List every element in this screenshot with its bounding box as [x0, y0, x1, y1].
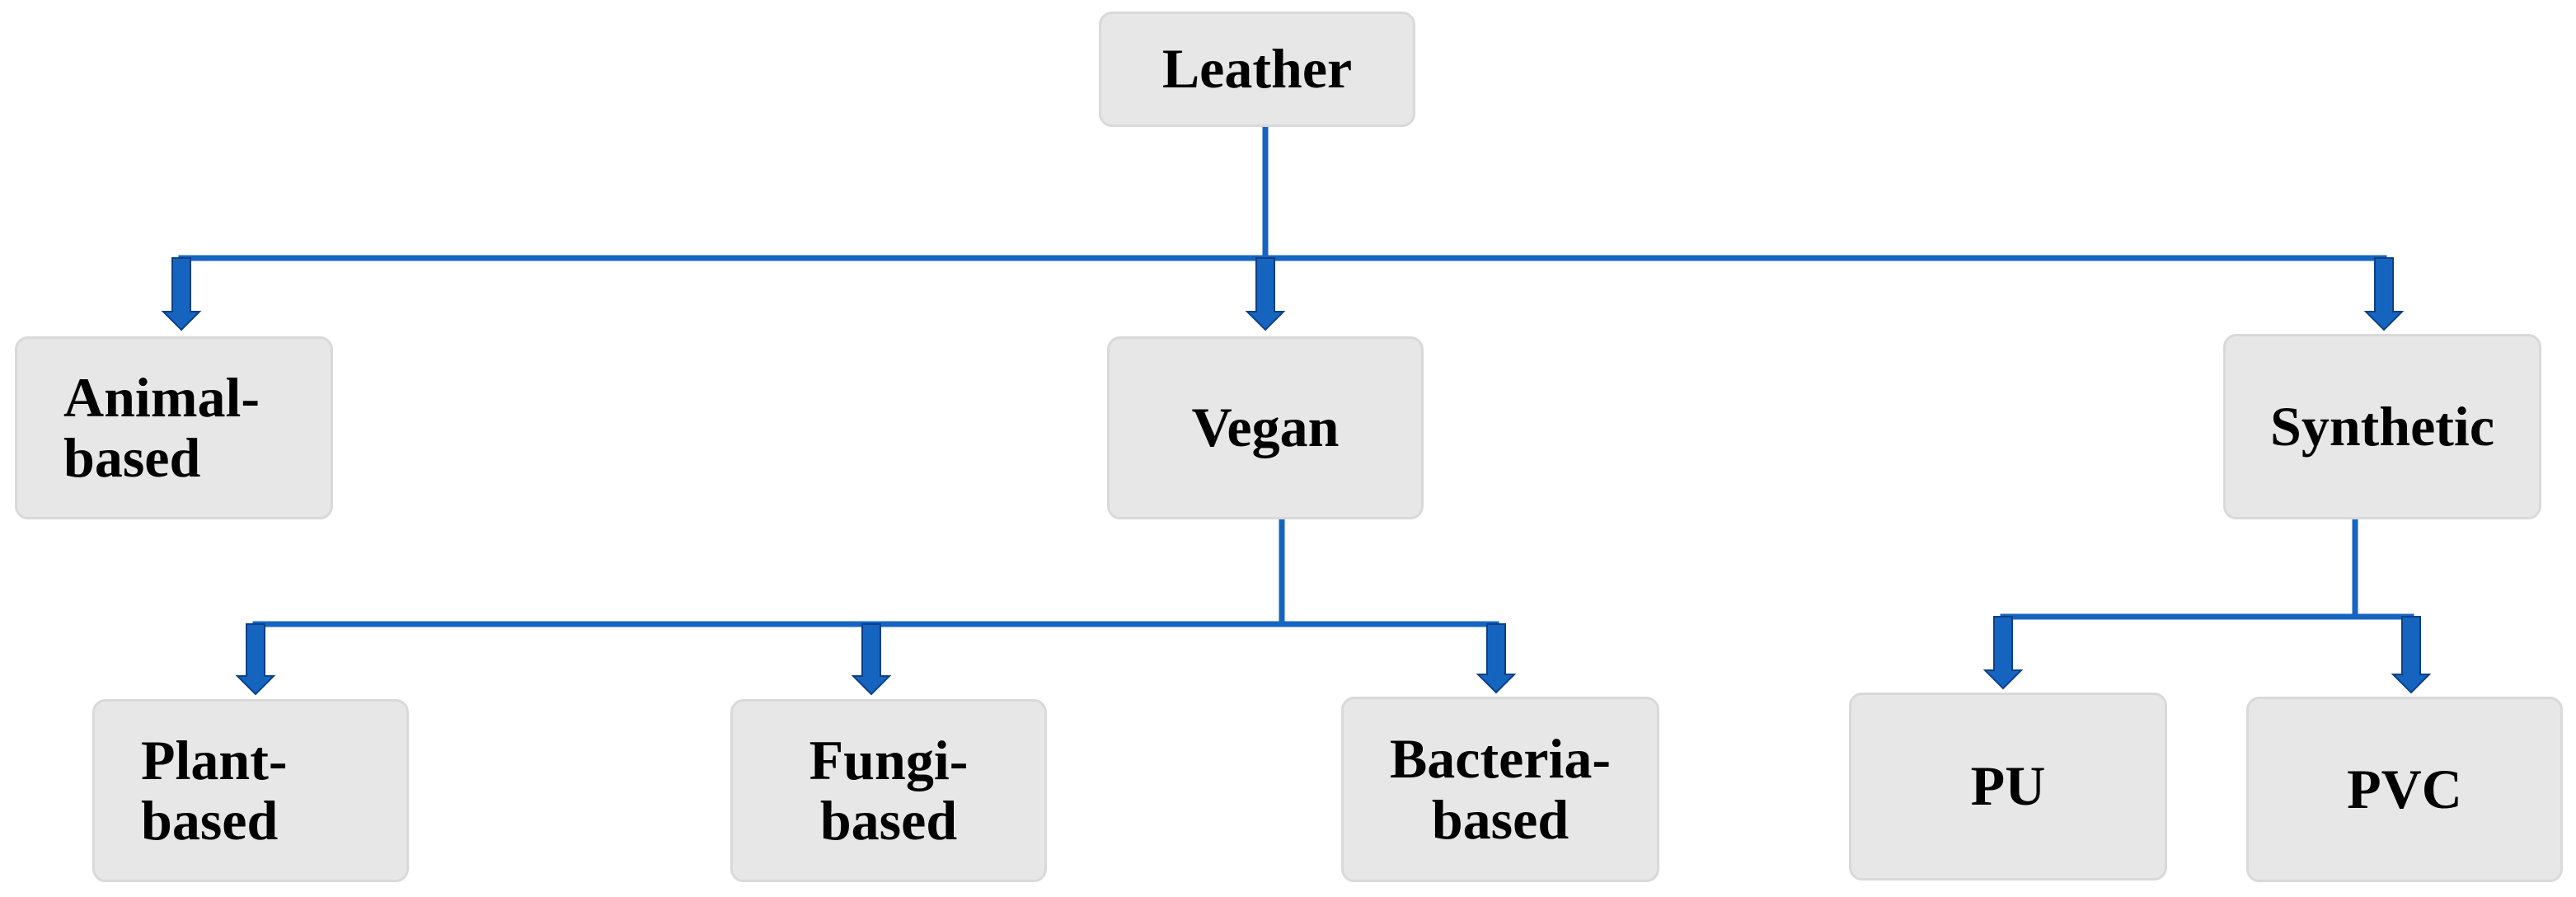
node-pvc: PVC [2246, 697, 2563, 882]
node-plant-based-line1: Plant- [141, 728, 288, 791]
node-leather-label: Leather [1161, 37, 1353, 101]
arrow-to-pu [1982, 616, 2024, 690]
arrow-to-plant-based [235, 623, 276, 696]
arrow-to-vegan [1245, 257, 1286, 331]
node-animal-based: Animal- based [15, 336, 333, 519]
arrow-to-animal-based [161, 257, 202, 331]
node-animal-based-line2: based [63, 426, 201, 489]
node-bacteria-based-line1: Bacteria- [1389, 727, 1612, 791]
arrow-to-bacteria-based [1476, 623, 1517, 694]
node-plant-based-line2: based [141, 789, 279, 852]
arrow-to-pvc [2391, 616, 2432, 694]
node-pvc-label: PVC [2347, 757, 2462, 820]
node-plant-based: Plant- based [92, 699, 409, 882]
node-fungi-based-line1: Fungi- [809, 728, 969, 791]
arrow-to-synthetic [2363, 257, 2405, 331]
node-vegan: Vegan [1107, 336, 1424, 519]
node-fungi-based: Fungi- based [730, 699, 1047, 882]
node-pu-label: PU [1970, 754, 2046, 818]
node-synthetic: Synthetic [2223, 334, 2541, 519]
node-animal-based-line1: Animal- [63, 365, 260, 429]
arrow-to-fungi-based [851, 623, 892, 696]
node-synthetic-label: Synthetic [2270, 394, 2494, 458]
node-bacteria-based: Bacteria- based [1341, 697, 1659, 882]
node-leather: Leather [1099, 12, 1415, 127]
node-bacteria-based-line2: based [1431, 787, 1570, 851]
node-vegan-label: Vegan [1191, 396, 1340, 459]
node-fungi-based-line2: based [819, 789, 958, 852]
node-pu: PU [1849, 693, 2167, 881]
